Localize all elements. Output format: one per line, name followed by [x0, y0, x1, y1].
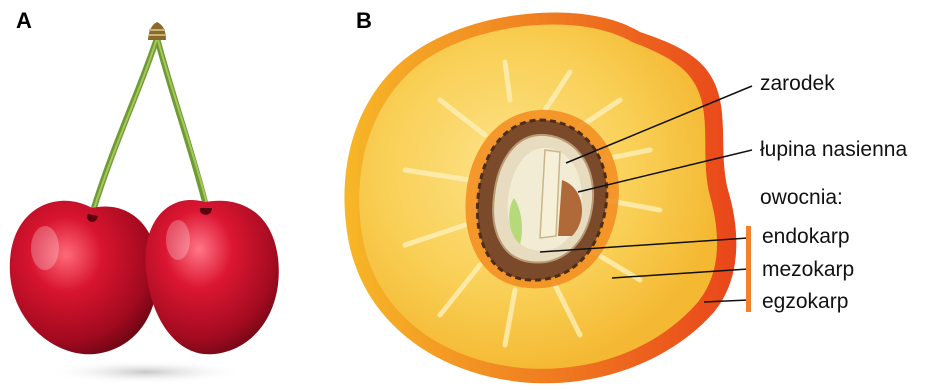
- cherry-left: [10, 201, 158, 355]
- cherry-right: [146, 200, 279, 354]
- label-pericarp: owocnia:: [760, 186, 843, 209]
- cherry-illustration: [10, 22, 279, 384]
- label-embryo: zarodek: [760, 72, 835, 95]
- pericarp-bracket: [746, 226, 751, 312]
- cherry-stems: [92, 22, 207, 214]
- label-mesocarp: mezokarp: [762, 258, 854, 281]
- label-endocarp: endokarp: [762, 225, 850, 248]
- cherry-shadow: [46, 360, 246, 384]
- fruit-cross-section: [344, 12, 752, 383]
- label-exocarp: egzokarp: [762, 290, 848, 313]
- label-seed-coat: łupina nasienna: [760, 138, 907, 161]
